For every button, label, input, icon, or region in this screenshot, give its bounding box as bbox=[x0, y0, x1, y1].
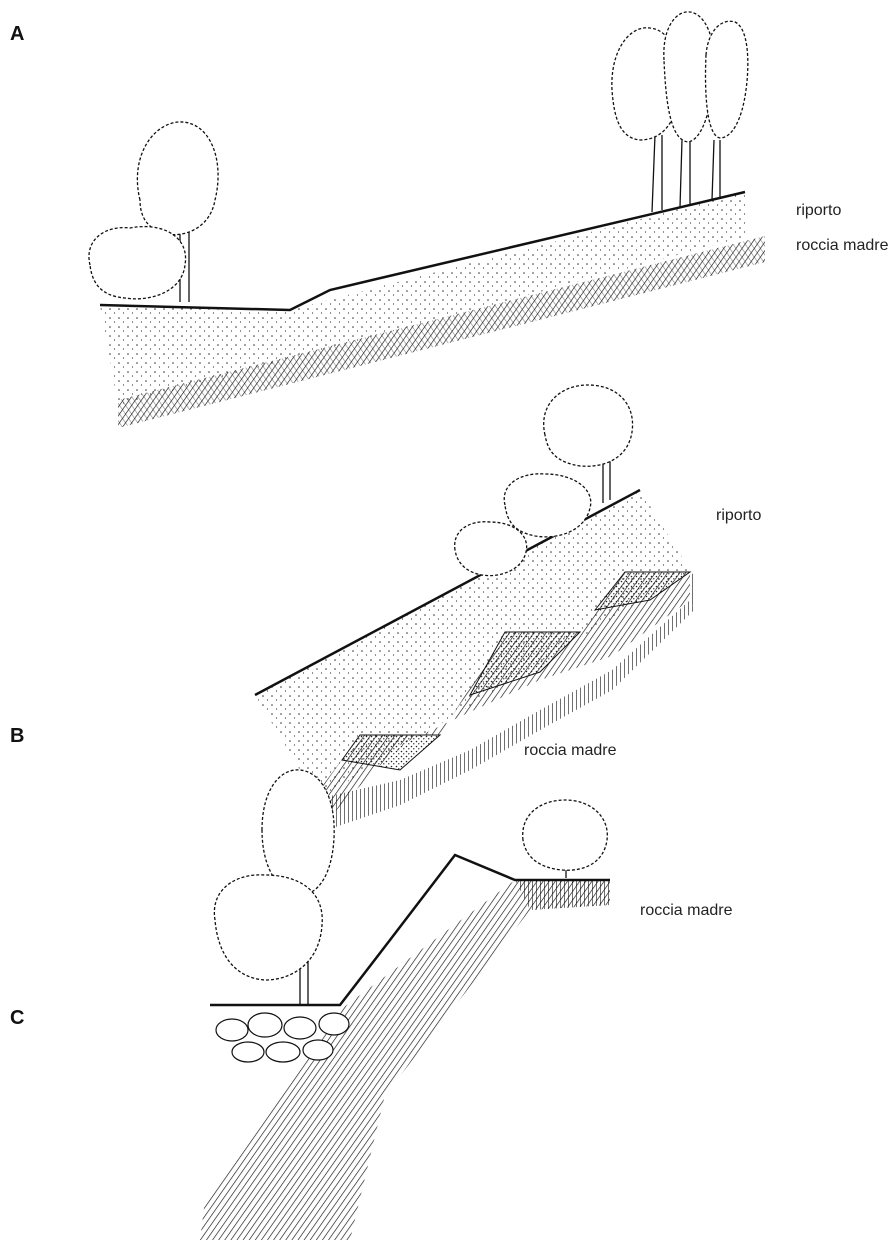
panel-c: C roccia madre bbox=[10, 770, 733, 1240]
panel-b: B riporto roccia madre bbox=[10, 385, 761, 835]
panel-b-letter: B bbox=[10, 725, 24, 747]
panel-c-letter: C bbox=[10, 1007, 24, 1029]
panel-a-label-fill: riporto bbox=[796, 202, 841, 219]
panel-a-tree-left bbox=[89, 122, 218, 302]
panel-b-label-bedrock: roccia madre bbox=[524, 742, 617, 759]
panel-a-letter: A bbox=[10, 23, 24, 45]
panel-a-trees-right bbox=[612, 12, 748, 212]
panel-b-label-fill: riporto bbox=[716, 507, 761, 524]
panel-c-label-bedrock: roccia madre bbox=[640, 902, 733, 919]
panel-a-label-bedrock: roccia madre bbox=[796, 237, 889, 254]
panel-a: A riporto roccia madre bbox=[10, 12, 889, 428]
